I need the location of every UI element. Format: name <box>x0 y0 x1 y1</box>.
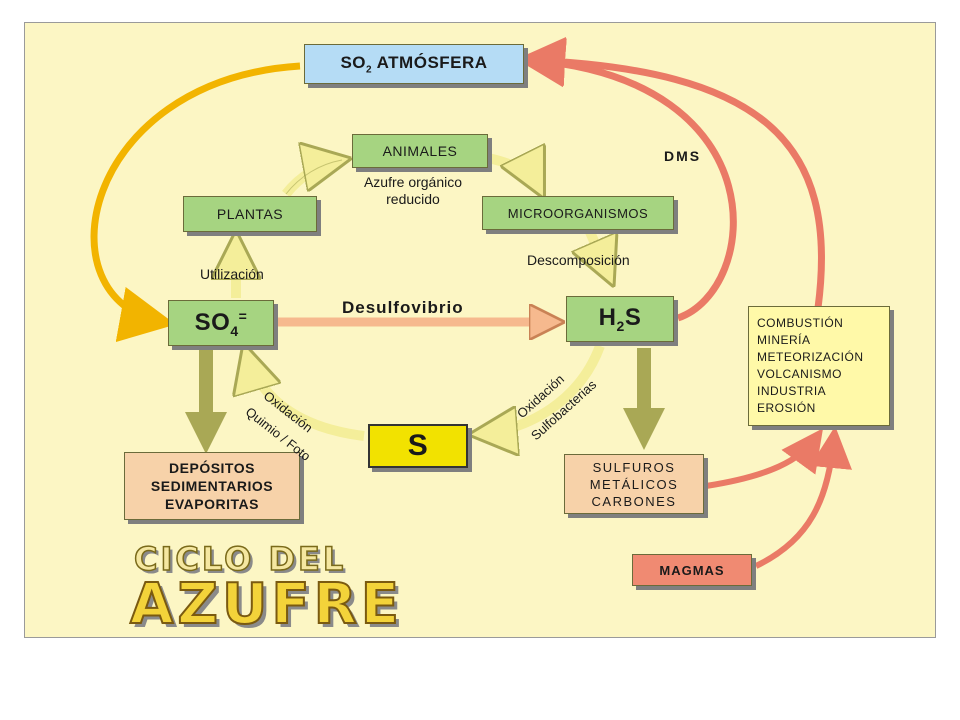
node-plantas: PLANTAS <box>183 196 317 232</box>
node-sources: COMBUSTIÓN MINERÍA METEORIZACIÓN VOLCANI… <box>748 306 890 426</box>
arrow-s-to-so4 <box>246 352 365 441</box>
sulfuros-line-2: METÁLICOS <box>589 476 679 492</box>
microorganismos-label: MICROORGANISMOS <box>507 205 649 221</box>
depositos-line-2: SEDIMENTARIOS <box>150 478 274 494</box>
h2s-label: H2S <box>598 304 642 334</box>
arrow-plantas-to-animales <box>282 160 342 198</box>
node-sulfuros: SULFUROS METÁLICOS CARBONES <box>564 454 704 514</box>
sulfuros-line-3: CARBONES <box>591 493 677 509</box>
node-so4: SO4= <box>168 300 274 346</box>
label-azufre-organico: Azufre orgánico reducido <box>363 174 463 207</box>
label-desulfovibrio: Desulfovibrio <box>342 298 464 317</box>
arrow-magmas-to-sources <box>754 426 853 569</box>
plantas-label: PLANTAS <box>216 206 284 222</box>
label-descomposicion: Descomposición <box>527 252 630 268</box>
label-utilizacion: Utilización <box>200 266 264 282</box>
source-industria: INDUSTRIA <box>757 384 827 398</box>
arrow-animales-to-micro <box>486 158 540 190</box>
depositos-line-1: DEPÓSITOS <box>169 460 255 476</box>
source-combustion: COMBUSTIÓN <box>757 316 844 330</box>
arrow-h2s-to-s <box>478 344 605 434</box>
arrow-h2s-to-so2 <box>516 38 737 322</box>
sulfuros-line-1: SULFUROS <box>592 459 676 475</box>
magmas-label: MAGMAS <box>659 562 725 578</box>
s-label: S <box>407 429 429 462</box>
node-depositos: DEPÓSITOS SEDIMENTARIOS EVAPORITAS <box>124 452 300 520</box>
title-line-2: AZUFRE <box>129 571 404 638</box>
node-microorganismos: MICROORGANISMOS <box>482 196 674 230</box>
arrow-sulfuros-to-sources <box>705 428 824 489</box>
source-mineria: MINERÍA <box>757 333 811 347</box>
arrow-micro-to-h2s <box>590 230 610 278</box>
animales-label: ANIMALES <box>382 143 458 159</box>
node-so2-atmosfera: SO2 ATMÓSFERA <box>304 44 524 84</box>
node-s: S <box>368 424 468 468</box>
arrow-so2-to-so4 <box>90 62 301 343</box>
title-line-1: CICLO DEL <box>133 539 347 579</box>
so4-label: SO4= <box>194 307 248 339</box>
node-h2s: H2S <box>566 296 674 342</box>
depositos-line-3: EVAPORITAS <box>165 496 259 512</box>
so2-label: SO2 ATMÓSFERA <box>340 52 488 76</box>
source-meteorizacion: METEORIZACIÓN <box>757 350 864 364</box>
node-animales: ANIMALES <box>352 134 488 168</box>
source-volcanismo: VOLCANISMO <box>757 367 843 381</box>
node-magmas: MAGMAS <box>632 554 752 586</box>
source-erosion: EROSIÓN <box>757 401 816 415</box>
label-dms: DMS <box>664 148 702 164</box>
arrow-sources-to-so2 <box>516 37 825 309</box>
